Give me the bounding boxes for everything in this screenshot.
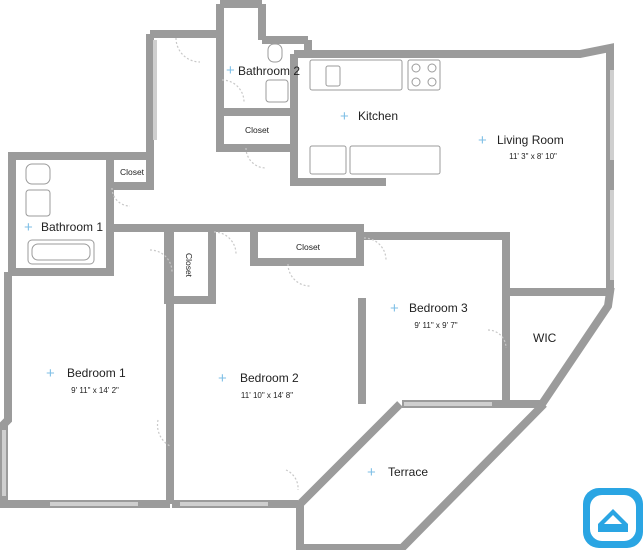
room-marker: + (226, 62, 235, 79)
room-label-closet: Closet (120, 167, 145, 177)
room-label-closet: Closet (184, 253, 194, 278)
room-dims-bedroom2: 11' 10" x 14' 8" (241, 391, 293, 400)
room-marker: + (46, 365, 55, 382)
room-dims-bedroom1: 9' 11" x 14' 2" (71, 386, 119, 395)
room-label-living-room: Living Room (497, 133, 564, 147)
walls (0, 0, 615, 550)
room-label-closet: Closet (296, 242, 321, 252)
room-label-wic: WIC (533, 331, 557, 345)
room-marker: + (218, 370, 227, 387)
room-label-bedroom2: Bedroom 2 (240, 371, 299, 385)
room-label-bedroom3: Bedroom 3 (409, 301, 468, 315)
room-marker: + (390, 300, 399, 317)
labels: + Bathroom 2 + Kitchen + Living Room 11'… (24, 62, 564, 481)
doors (111, 37, 507, 491)
room-label-bedroom1: Bedroom 1 (67, 366, 126, 380)
room-label-closet: Closet (245, 125, 270, 135)
windows (2, 40, 614, 506)
room-dims-living-room: 11' 3" x 8' 10" (509, 152, 557, 161)
room-label-bathroom2: Bathroom 2 (238, 64, 300, 78)
room-marker: + (367, 464, 376, 481)
house-app-logo-icon (583, 488, 643, 548)
room-marker: + (24, 219, 33, 236)
room-label-terrace: Terrace (388, 465, 428, 479)
fixtures (25, 43, 441, 265)
room-marker: + (340, 108, 349, 125)
room-marker: + (478, 132, 487, 149)
room-dims-bedroom3: 9' 11" x 9' 7" (414, 321, 457, 330)
room-label-kitchen: Kitchen (358, 109, 398, 123)
room-label-bathroom1: Bathroom 1 (41, 220, 103, 234)
